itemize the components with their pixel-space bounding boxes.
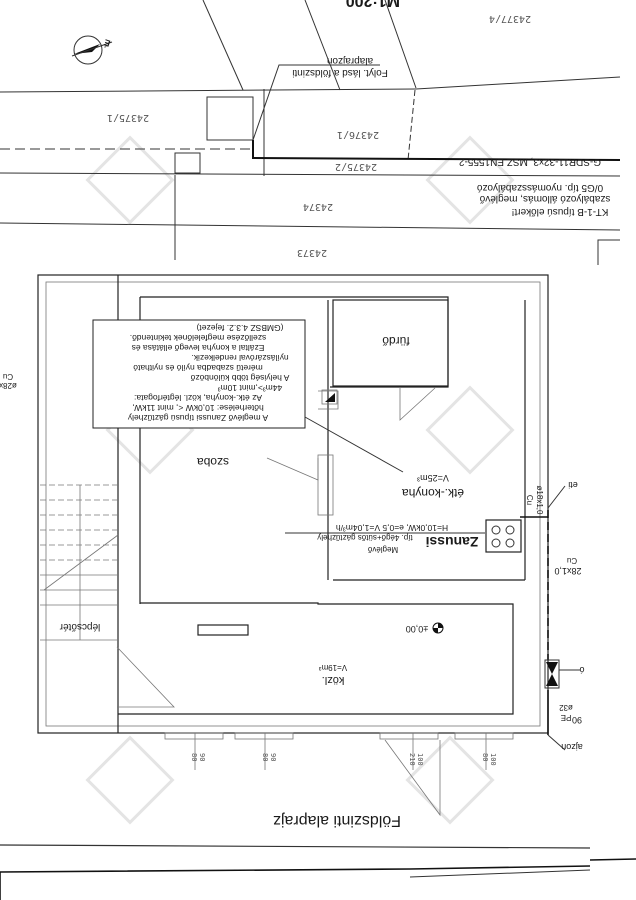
room-bathroom: fürdő <box>382 334 410 348</box>
gas-line <box>520 485 580 751</box>
appliance-spec: H=10,0kW, e=0,5 V=1,04m³/h <box>336 523 448 533</box>
appliance-type: típ. 4égő+sütős gáztűzhely <box>317 533 412 542</box>
level-marker-icon <box>432 622 444 634</box>
parcel-number: 24373 <box>297 247 327 258</box>
info-line: Az étk.-konyha, közl. légtérfogata: <box>134 393 262 403</box>
opening-height: 80 <box>190 753 198 761</box>
opening-width: 90 <box>269 753 277 761</box>
info-line: Ezáltal a konyha levegő ellátása és <box>132 343 265 353</box>
info-line: hőterhelése: 10,0kW <, mint 11kW, <box>132 403 263 413</box>
svg-text:É: É <box>103 37 112 48</box>
info-box <box>92 319 404 473</box>
parcel-number: 24377/4 <box>489 13 531 24</box>
pipe-label-eti: eti <box>568 480 578 490</box>
parcel-number: 24375/2 <box>335 161 377 172</box>
info-line: szellőzése megfelelőnek tekintendő. <box>130 333 267 343</box>
info-line: méretű szabadba nyíló és nyitható <box>133 363 263 373</box>
info-line: 44m³>,mint 10m³ <box>218 383 283 393</box>
scale-label: M1:200 <box>346 0 400 9</box>
pipe-depth: 90 <box>572 715 582 725</box>
pipe-pe32-material: PE <box>561 713 572 722</box>
pipe-cu28-material: Cu <box>567 556 577 565</box>
stove-icon <box>485 519 522 553</box>
opening-height: 210 <box>408 753 416 766</box>
pipe-cu28-size: 28x1,0 <box>554 566 581 576</box>
pipe-pe32-size: ø32 <box>559 703 573 712</box>
pipe-label-aljzon: ajzon <box>561 742 583 752</box>
info-line: A helyiség több különböző <box>190 373 289 383</box>
room-hall-volume: V=19m³ <box>319 663 348 672</box>
note-gas-pipe: G-SDR11-32x3, MSZ EN1555-2 <box>459 156 602 167</box>
pipe-cu28-left-size: ø28x <box>0 381 17 390</box>
level-label: ±0,00 <box>406 624 428 634</box>
opening-width: 100 <box>489 753 497 766</box>
frame-lines <box>0 844 636 900</box>
info-line: A meglévő Zanussi típusú gáztűzhely <box>127 413 268 423</box>
info-line: nyílászáróval rendelkezik. <box>191 353 288 363</box>
drawing-title: Földszinti alaprajz <box>273 812 401 829</box>
note-regulator: KT-1-B típusú előkert! <box>512 206 609 217</box>
pipe-cu28-left-material: Cu <box>3 372 13 381</box>
room-hall: közl. <box>322 674 345 686</box>
note-regulator: 0/G5 típ. nyomásszabályozó <box>476 182 603 193</box>
room-kitchen-volume: V=25m³ <box>417 473 449 483</box>
opening-height: 80 <box>261 753 269 761</box>
note-continue: alaprajzon <box>327 55 373 66</box>
room-kitchen: étk.-konyha <box>402 486 464 500</box>
note-regulator: szabályozó állomás, meglévő <box>479 193 610 204</box>
appliance-brand: Zanussi <box>426 534 479 550</box>
site-lines <box>0 0 621 265</box>
parcel-number: 24375/1 <box>107 112 149 123</box>
opening-height: 80 <box>481 753 489 761</box>
opening-width: 90 <box>198 753 206 761</box>
opening-width: 100 <box>416 753 424 766</box>
pipe-cu18-material: Cu <box>525 495 534 505</box>
appliance-existing: Meglévő <box>367 545 398 554</box>
room-stairs: lépcsőtér <box>59 621 100 632</box>
pipe-label-o: ó <box>579 665 584 675</box>
north-arrow-icon: É <box>71 35 113 65</box>
parcel-number: 24376/1 <box>337 129 379 140</box>
info-line: (GMBSZ 4.3.2. fejezet) <box>196 323 283 333</box>
pipe-cu18-size: ø18x1,0 <box>535 486 544 515</box>
note-continue: Folyt. lásd a földszinti <box>292 67 388 78</box>
room-bedroom: szoba <box>197 455 229 469</box>
parcel-number: 24374 <box>303 201 333 212</box>
